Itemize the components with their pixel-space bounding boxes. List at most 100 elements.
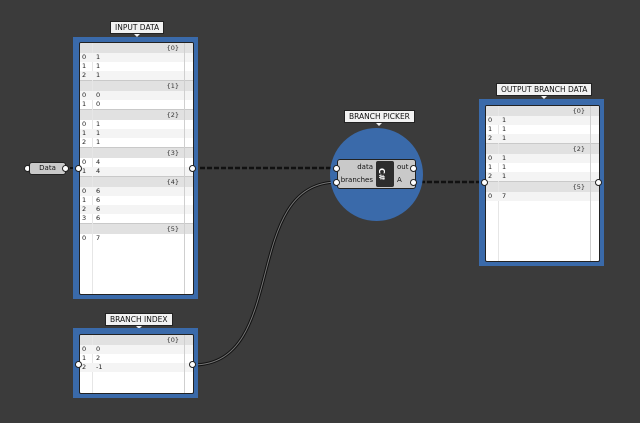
item-index: 2: [82, 138, 87, 146]
item-value: 1: [96, 120, 101, 128]
branch-picker-component[interactable]: data branches C# out A: [337, 159, 416, 189]
item-index: 0: [82, 234, 87, 242]
item-value: 0: [96, 100, 101, 108]
output-panel-in-port[interactable]: [481, 179, 488, 186]
item-index: 1: [82, 129, 87, 137]
item-value: 1: [502, 154, 507, 162]
item-index: 2: [488, 172, 493, 180]
index-panel-out-port[interactable]: [189, 361, 196, 368]
output-a-label[interactable]: A: [397, 176, 402, 184]
branch-header: {0}: [486, 106, 599, 116]
item-index: 0: [82, 53, 87, 61]
input-branches-label[interactable]: branches: [340, 176, 373, 184]
item-value: 1: [502, 116, 507, 124]
item-value: 1: [96, 129, 101, 137]
output-panel-out-port[interactable]: [595, 179, 602, 186]
input-panel-in-port[interactable]: [75, 165, 82, 172]
item-value: 2: [96, 354, 101, 362]
item-value: 1: [96, 138, 101, 146]
item-value: 6: [96, 187, 101, 195]
item-value: 6: [96, 214, 101, 222]
input-data-label[interactable]: data: [357, 163, 373, 171]
output-data-title: OUTPUT BRANCH DATA: [496, 83, 593, 99]
list-item: 2 -1: [80, 363, 193, 372]
item-index: 1: [82, 354, 87, 362]
item-index: 1: [82, 167, 87, 175]
input-panel-out-port[interactable]: [189, 165, 196, 172]
item-index: 0: [82, 91, 87, 99]
item-value: 7: [502, 192, 507, 200]
item-index: 2: [488, 134, 493, 142]
item-index: 0: [82, 345, 87, 353]
branch-index-title: BRANCH INDEX: [105, 313, 173, 329]
item-value: 1: [96, 53, 101, 61]
item-value: 4: [96, 158, 101, 166]
item-index: 1: [82, 100, 87, 108]
output-out-label[interactable]: out: [397, 163, 409, 171]
item-index: 0: [82, 158, 87, 166]
item-value: -1: [96, 363, 103, 371]
data-param[interactable]: Data: [29, 162, 66, 175]
input-data-title: INPUT DATA: [110, 21, 165, 37]
item-value: 1: [502, 125, 507, 133]
item-value: 1: [96, 62, 101, 70]
picker-branches-in-port[interactable]: [333, 179, 340, 186]
branch-header: {2}: [486, 143, 599, 154]
branch-header: {5}: [80, 223, 193, 234]
picker-out-port[interactable]: [410, 165, 417, 172]
item-index: 1: [82, 62, 87, 70]
data-param-out-port[interactable]: [62, 165, 69, 172]
picker-data-in-port[interactable]: [333, 165, 340, 172]
item-index: 0: [82, 187, 87, 195]
index-panel-in-port[interactable]: [75, 361, 82, 368]
branch-header: {4}: [80, 176, 193, 187]
branch-header: {0}: [80, 43, 193, 53]
item-value: 1: [96, 71, 101, 79]
item-index: 1: [488, 163, 493, 171]
item-index: 2: [82, 71, 87, 79]
branch-picker-title: BRANCH PICKER: [344, 110, 415, 126]
branch-header: {5}: [486, 181, 599, 192]
item-index: 1: [82, 196, 87, 204]
item-value: 0: [96, 345, 101, 353]
csharp-script-icon: C#: [376, 161, 394, 187]
branch-header: {3}: [80, 147, 193, 158]
branch-header: {2}: [80, 109, 193, 120]
item-value: 0: [96, 91, 101, 99]
item-index: 0: [82, 120, 87, 128]
item-index: 3: [82, 214, 87, 222]
item-value: 7: [96, 234, 101, 242]
item-index: 2: [82, 363, 87, 371]
item-index: 0: [488, 192, 493, 200]
item-value: 6: [96, 205, 101, 213]
branch-header: {1}: [80, 80, 193, 91]
picker-a-port[interactable]: [410, 179, 417, 186]
wire-index-to-picker-branches-highlight: [192, 181, 339, 366]
item-value: 1: [502, 163, 507, 171]
item-index: 2: [82, 205, 87, 213]
